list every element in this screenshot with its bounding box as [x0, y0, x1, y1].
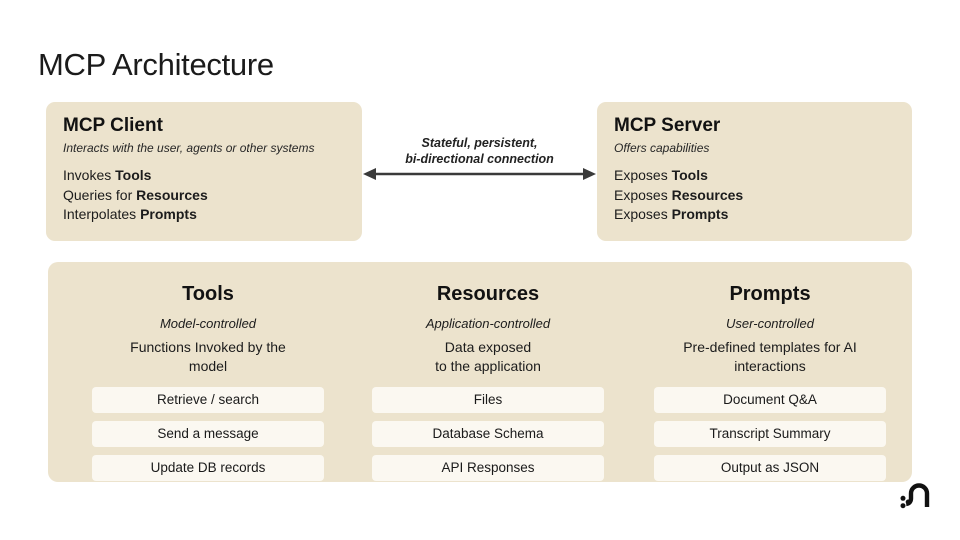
tools-description-line1: Functions Invoked by the: [130, 339, 286, 355]
capabilities-panel: Tools Model-controlled Functions Invoked…: [48, 262, 912, 482]
server-line-tools: Exposes Tools: [614, 166, 895, 186]
client-line-prompts: Interpolates Prompts: [63, 205, 345, 225]
resources-example-item: API Responses: [372, 455, 604, 481]
prompts-title: Prompts: [729, 283, 811, 305]
server-line-tools-prefix: Exposes: [614, 167, 672, 183]
tools-control-label: Model-controlled: [159, 316, 257, 331]
page-title: MCP Architecture: [38, 46, 274, 82]
prompts-control-label: User-controlled: [726, 316, 814, 331]
client-line-resources: Queries for Resources: [63, 186, 345, 206]
tools-example-item: Retrieve / search: [92, 387, 324, 413]
resources-examples: Files Database Schema API Responses: [372, 387, 604, 481]
server-line-resources-prefix: Exposes: [614, 186, 672, 203]
connection-label: Stateful, persistent, bi-directional con…: [362, 135, 597, 167]
mcp-server-capabilities: Exposes Tools Exposes Resources Exposes …: [614, 166, 895, 225]
prompts-examples: Document Q&A Transcript Summary Output a…: [654, 387, 886, 481]
client-line-tools: Invokes Tools: [63, 166, 345, 186]
server-line-prompts-keyword: Prompts: [671, 206, 729, 222]
client-line-prompts-prefix: Interpolates: [63, 206, 141, 222]
resources-control-label: Application-controlled: [425, 316, 551, 331]
mcp-server-subtitle: Offers capabilities: [614, 141, 710, 155]
server-line-prompts: Exposes Prompts: [614, 205, 895, 225]
prompts-column: Prompts User-controlled Pre-defined temp…: [654, 283, 886, 489]
mcp-client-subtitle: Interacts with the user, agents or other…: [63, 141, 315, 155]
prompts-description: Pre-defined templates for AI interaction…: [654, 338, 886, 376]
tools-title: Tools: [182, 283, 234, 305]
prompts-example-item: Transcript Summary: [654, 421, 886, 447]
client-line-resources-keyword: Resources: [136, 186, 208, 203]
mcp-client-capabilities: Invokes Tools Queries for Resources Inte…: [63, 166, 345, 225]
mcp-server-title: MCP Server: [614, 115, 721, 136]
tools-column: Tools Model-controlled Functions Invoked…: [92, 283, 324, 489]
server-line-resources-keyword: Resources: [671, 186, 744, 203]
connection-label-line2: bi-directional connection: [405, 152, 554, 166]
prompts-example-item: Output as JSON: [654, 455, 886, 481]
bidirectional-arrow-icon: [363, 168, 596, 180]
resources-title: Resources: [436, 283, 540, 305]
resources-description: Data exposed to the application: [372, 338, 604, 376]
tools-description: Functions Invoked by the model: [92, 338, 324, 376]
prompts-description-line1: Pre-defined templates for AI: [683, 339, 857, 355]
server-line-tools-keyword: Tools: [671, 167, 708, 183]
client-line-prompts-keyword: Prompts: [140, 206, 197, 222]
resources-example-item: Files: [372, 387, 604, 413]
mcp-server-panel: MCP Server Offers capabilities Exposes T…: [597, 102, 912, 241]
mcp-client-panel: MCP Client Interacts with the user, agen…: [46, 102, 362, 241]
resources-column: Resources Application-controlled Data ex…: [372, 283, 604, 489]
tools-description-line2: model: [188, 358, 228, 374]
tools-example-item: Update DB records: [92, 455, 324, 481]
client-line-tools-prefix: Invokes: [63, 167, 116, 183]
hook-arrow-logo-icon: [900, 483, 930, 509]
resources-example-item: Database Schema: [372, 421, 604, 447]
tools-examples: Retrieve / search Send a message Update …: [92, 387, 324, 481]
server-line-prompts-prefix: Exposes: [614, 206, 672, 222]
tools-example-item: Send a message: [92, 421, 324, 447]
prompts-description-line2: interactions: [734, 358, 806, 374]
client-line-tools-keyword: Tools: [115, 167, 152, 183]
server-line-resources: Exposes Resources: [614, 186, 895, 206]
mcp-client-title: MCP Client: [63, 115, 163, 136]
connection-label-line1: Stateful, persistent,: [421, 136, 538, 150]
client-line-resources-prefix: Queries for: [63, 186, 137, 203]
resources-description-line1: Data exposed: [444, 339, 532, 355]
prompts-example-item: Document Q&A: [654, 387, 886, 413]
resources-description-line2: to the application: [435, 358, 541, 374]
